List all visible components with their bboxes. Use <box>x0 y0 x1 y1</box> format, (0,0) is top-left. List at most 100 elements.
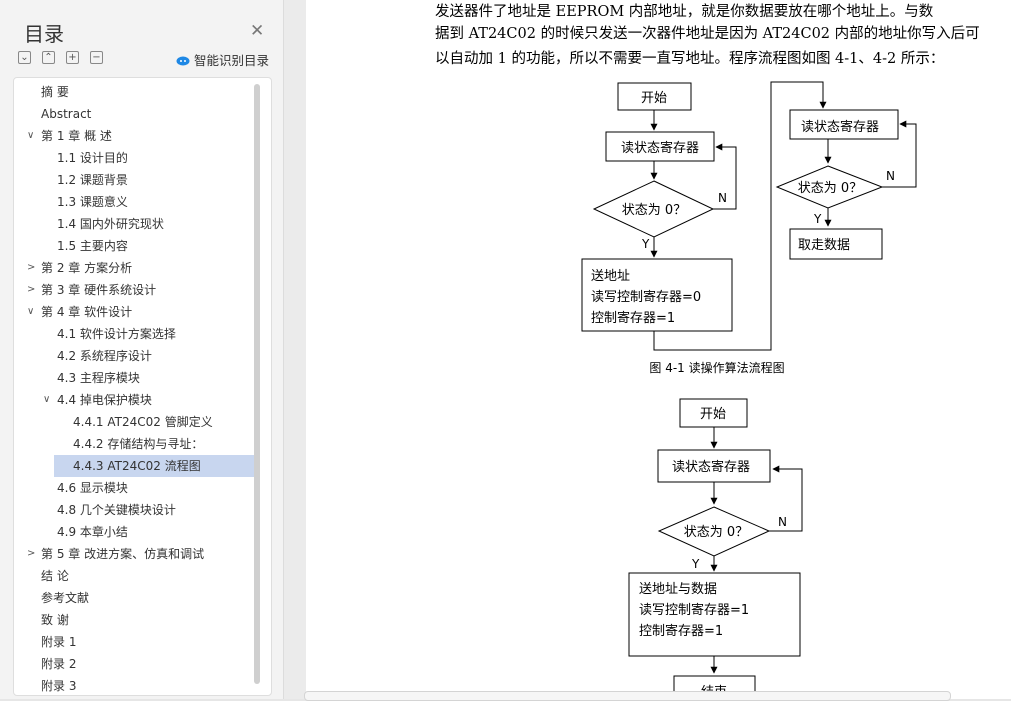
cloud-icon <box>176 56 190 65</box>
toc-item[interactable]: 4.1 软件设计方案选择 <box>14 323 254 345</box>
ai-toc-button[interactable]: 智能识别目录 <box>176 50 269 69</box>
toc-item[interactable]: 摘 要 <box>14 81 254 103</box>
document-area: 发送器件了地址是 EEPROM 内部地址，就是你数据要放在哪个地址上。与数 据到… <box>284 0 1011 701</box>
toc-item-label: 致 谢 <box>41 613 69 627</box>
toc-item-label: 附录 1 <box>41 635 77 649</box>
toc-item[interactable]: 4.4.2 存储结构与寻址： <box>14 433 254 455</box>
read-status-node <box>657 449 771 483</box>
toc-item-label: 附录 3 <box>41 679 77 693</box>
toc-item[interactable]: 参考文献 <box>14 587 254 609</box>
toc-item[interactable]: 1.4 国内外研究现状 <box>14 213 254 235</box>
toc-item[interactable]: 附录 2 <box>14 653 254 675</box>
toc-item[interactable]: ∨第 4 章 软件设计 <box>14 301 254 323</box>
chevron-down-icon[interactable]: ∨ <box>43 394 51 405</box>
toc-item-label: 4.4.2 存储结构与寻址： <box>73 437 204 451</box>
toc-item[interactable]: Abstract <box>14 103 254 125</box>
chevron-down-icon[interactable]: ∨ <box>27 306 35 317</box>
read-status-label: 读状态寄存器 <box>672 459 750 475</box>
process-line: 控制寄存器=1 <box>591 310 675 326</box>
no-label: N <box>886 169 895 183</box>
no-label: N <box>718 191 727 205</box>
decision-label: 状态为 0？ <box>622 203 686 218</box>
process-node <box>581 258 733 332</box>
document-page: 发送器件了地址是 EEPROM 内部地址，就是你数据要放在哪个地址上。与数 据到… <box>306 0 1011 699</box>
collapse-all-button[interactable]: ⌄ <box>18 51 31 64</box>
toc-item-label: Abstract <box>41 107 92 121</box>
toc-item[interactable]: > 第 5 章 改进方案、仿真和调试 <box>14 543 254 565</box>
fetch-data-label: 取走数据 <box>798 238 850 253</box>
yes-label: Y <box>641 237 650 251</box>
chevron-right-icon[interactable]: > <box>27 548 36 559</box>
sidebar-title: 目录 <box>24 22 64 46</box>
chevron-right-icon[interactable]: > <box>27 262 36 273</box>
toc-item[interactable]: 1.3 课题意义 <box>14 191 254 213</box>
toc-list: 摘 要 Abstract ∨ 第 1 章 概 述 1.1 设计目的 1.2 课题背景 1.3… <box>14 81 254 695</box>
process-line: 读写控制寄存器=1 <box>639 602 749 618</box>
decision-label: 状态为 0？ <box>798 181 862 196</box>
no-label: N <box>778 515 787 529</box>
add-item-button[interactable]: + <box>66 51 79 64</box>
toc-item-label: 1.3 课题意义 <box>57 195 128 209</box>
toc-item-label: 附录 2 <box>41 657 77 671</box>
toc-item[interactable]: 附录 1 <box>14 631 254 653</box>
expand-all-button[interactable]: ⌃ <box>42 51 55 64</box>
chevron-down-icon[interactable]: ∨ <box>27 130 35 141</box>
paragraph-line: 发送器件了地址是 EEPROM 内部地址，就是你数据要放在哪个地址上。与数 <box>435 4 934 20</box>
toc-scrollbar[interactable] <box>254 84 260 684</box>
process-line: 控制寄存器=1 <box>639 623 723 639</box>
toc-item-label: 参考文献 <box>41 591 90 605</box>
toc-item[interactable]: > 第 3 章 硬件系统设计 <box>14 279 254 301</box>
toc-item-label: 4.3 主程序模块 <box>57 371 140 385</box>
toc-item[interactable]: 1.5 主要内容 <box>14 235 254 257</box>
toc-item[interactable]: 4.2 系统程序设计 <box>14 345 254 367</box>
toc-item-label: 第 1 章 概 述 <box>41 129 112 143</box>
read-status-label: 读状态寄存器 <box>621 140 699 156</box>
toc-item[interactable]: 4.8 几个关键模块设计 <box>14 499 254 521</box>
toc-item[interactable]: ∨4.4 掉电保护模块 <box>14 389 254 411</box>
close-icon[interactable]: ✕ <box>250 21 265 41</box>
toc-item-label: 4.6 显示模块 <box>57 481 128 495</box>
yes-label: Y <box>813 212 822 226</box>
toc-item[interactable]: 4.6 显示模块 <box>14 477 254 499</box>
toc-item[interactable]: 致 谢 <box>14 609 254 631</box>
start-label: 开始 <box>700 407 726 422</box>
toc-item[interactable]: > 第 2 章 方案分析 <box>14 257 254 279</box>
toc-item[interactable]: 附录 3 <box>14 675 254 695</box>
toc-item-label: 4.2 系统程序设计 <box>57 349 152 363</box>
yes-label: Y <box>691 557 700 571</box>
toc-item[interactable]: 结 论 <box>14 565 254 587</box>
toc-item[interactable]: 1.2 课题背景 <box>14 169 254 191</box>
toc-item[interactable]: 4.9 本章小结 <box>14 521 254 543</box>
toc-item-label: 4.1 软件设计方案选择 <box>57 327 176 341</box>
toc-sidebar: 目录 ✕ ⌄ ⌃ +− 智能识别目录 摘 要 Abstract ∨ 第 1 章 概 述 1.… <box>0 0 284 699</box>
toc-item[interactable]: 4.4.1 AT24C02 管脚定义 <box>14 411 254 433</box>
toc-item-label: 4.4.3 AT24C02 流程图 <box>73 459 201 473</box>
chevron-right-icon[interactable]: > <box>27 284 36 295</box>
toc-item-label: 4.8 几个关键模块设计 <box>57 503 176 517</box>
toc-item[interactable]: 1.1 设计目的 <box>14 147 254 169</box>
paragraph-line: 据到 AT24C02 的时候只发送一次器件地址是因为 AT24C02 内部的地址… <box>435 26 980 42</box>
remove-item-button[interactable]: − <box>90 51 103 64</box>
toc-item[interactable]: ∨ 第 1 章 概 述 <box>14 125 254 147</box>
read-status-node <box>789 109 899 140</box>
toc-item-label: 1.2 课题背景 <box>57 173 128 187</box>
toc-item-label: 第 5 章 改进方案、仿真和调试 <box>41 547 205 561</box>
fetch-data-node <box>789 228 883 260</box>
toc-panel: 摘 要 Abstract ∨ 第 1 章 概 述 1.1 设计目的 1.2 课题背景 1.3… <box>13 77 272 696</box>
figure-caption: 图 4-1 读操作算法流程图 <box>649 360 784 375</box>
flowcharts: 开始 读状态寄存器 状态为 0？ N Y 送地址 读写控制寄存器=0 控制寄存器… <box>581 81 917 699</box>
toc-item-label: 1.1 设计目的 <box>57 151 128 165</box>
read-status-label: 读状态寄存器 <box>801 119 879 135</box>
toc-item-label: 结 论 <box>41 569 69 583</box>
toc-item[interactable]: 4.4.3 AT24C02 流程图 <box>54 455 254 477</box>
process-line: 送地址与数据 <box>639 582 717 597</box>
start-node <box>617 82 692 111</box>
process-line: 读写控制寄存器=0 <box>591 289 701 305</box>
toc-item-label: 1.4 国内外研究现状 <box>57 217 164 231</box>
toc-item-label: 第 2 章 方案分析 <box>41 261 133 275</box>
paragraph-line: 以自动加 1 的功能，所以不需要一直写地址。程序流程图如图 4-1、4-2 所示… <box>435 51 945 67</box>
toc-item-label: 4.4.1 AT24C02 管脚定义 <box>73 415 213 429</box>
toc-item[interactable]: 4.3 主程序模块 <box>14 367 254 389</box>
toc-item-label: 第 3 章 硬件系统设计 <box>41 283 157 297</box>
horizontal-scrollbar[interactable] <box>304 691 951 701</box>
